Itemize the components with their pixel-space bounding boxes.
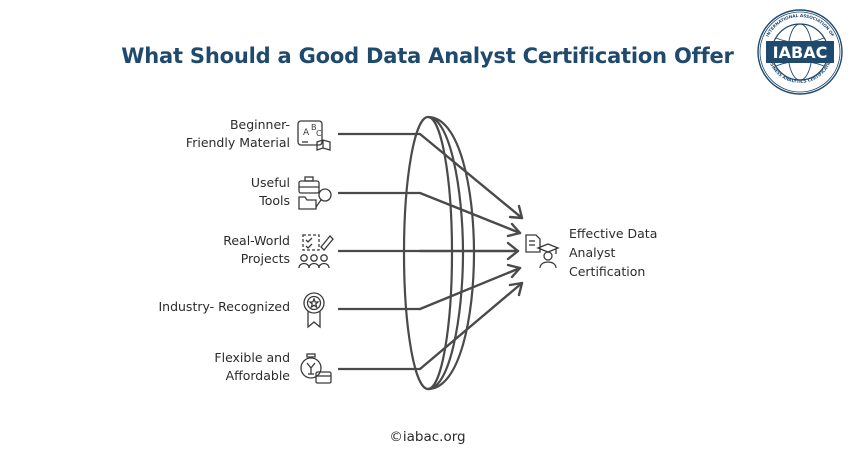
abc-book-icon: A B C — [297, 120, 331, 151]
checklist-team-icon — [298, 234, 334, 269]
award-badge-icon — [303, 292, 325, 329]
footer-credit: ©iabac.org — [389, 429, 466, 445]
page-title: What Should a Good Data Analyst Certific… — [121, 44, 734, 68]
input-label-projects: Real-World Projects — [223, 233, 290, 266]
input-label-industry: Industry- Recognized — [158, 299, 290, 314]
logo-text: IABAC — [773, 43, 828, 62]
svg-text:C: C — [316, 129, 322, 138]
converging-arrows — [418, 132, 524, 371]
svg-text:B: B — [311, 123, 317, 132]
timer-wallet-icon — [300, 353, 332, 384]
arrow-flexible — [418, 281, 524, 371]
input-label-beginner: Beginner- Friendly Material — [185, 117, 290, 150]
toolbox-search-icon — [298, 176, 332, 210]
input-lines — [338, 132, 420, 371]
input-label-tools: Useful Tools — [250, 175, 290, 208]
arrow-beginner — [418, 132, 524, 220]
arrow-industry — [418, 266, 522, 311]
arrow-tools — [418, 191, 522, 235]
input-label-flexible: Flexible and Affordable — [214, 350, 290, 383]
outcome-label: Effective Data Analyst Certification — [569, 226, 658, 279]
iabac-logo: IABAC INTERNATIONAL ASSOCIATION OF BUSIN… — [757, 9, 843, 95]
lens-shape — [402, 115, 476, 391]
svg-text:A: A — [303, 128, 310, 138]
certified-graduate-icon — [525, 234, 560, 269]
